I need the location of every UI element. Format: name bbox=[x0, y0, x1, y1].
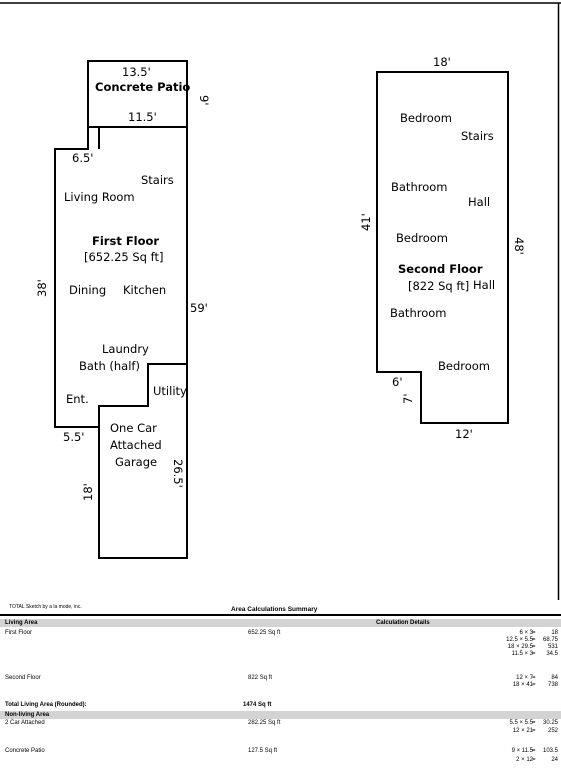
room-kitchen: Kitchen bbox=[123, 283, 166, 297]
calc-details-header: Calculation Details bbox=[376, 620, 430, 626]
row-area: 282.25 Sq ft bbox=[248, 720, 281, 726]
room-bath-half: Bath (half) bbox=[79, 359, 140, 373]
calc-line: 12 × 7=84 bbox=[516, 675, 558, 681]
room-entry: Ent. bbox=[66, 392, 89, 406]
second-floor-title: Second Floor bbox=[398, 262, 483, 276]
second-notch-width-dim: 6' bbox=[392, 375, 402, 389]
calc-line: 2 × 12=24 bbox=[516, 757, 558, 763]
row-area: 652.25 Sq ft bbox=[248, 630, 281, 636]
summary-title: Area Calculations Summary bbox=[231, 606, 318, 613]
first-floor-outline bbox=[54, 126, 188, 428]
living-area-header-band: Living Area Calculation Details bbox=[0, 619, 561, 627]
total-living-label: Total Living Area (Rounded): bbox=[5, 702, 87, 708]
second-bottom-dim: 12' bbox=[455, 427, 473, 441]
room-stairs-1: Stairs bbox=[141, 173, 174, 187]
room-stairs-2: Stairs bbox=[461, 129, 494, 143]
second-right-dim: 48' bbox=[512, 237, 526, 255]
room-living-room: Living Room bbox=[64, 190, 135, 204]
row-name: 2 Car Attached bbox=[5, 720, 45, 726]
second-top-dim: 18' bbox=[433, 55, 451, 69]
row-name: Concrete Patio bbox=[5, 748, 45, 754]
room-hall-2: Hall bbox=[473, 278, 495, 292]
calc-line: 12.5 × 5.5=68.75 bbox=[506, 637, 558, 643]
room-bedroom-2: Bedroom bbox=[396, 231, 448, 245]
calc-line: 18 × 41=738 bbox=[512, 682, 558, 688]
room-laundry: Laundry bbox=[102, 342, 149, 356]
summary-rule bbox=[0, 614, 561, 616]
second-floor-outline bbox=[376, 71, 509, 424]
row-name: Second Floor bbox=[5, 675, 41, 681]
top-wall-dim: 11.5' bbox=[128, 110, 157, 124]
room-utility: Utility bbox=[153, 384, 187, 398]
left-wall-dim: 38' bbox=[35, 279, 49, 297]
right-wall-dim: 59' bbox=[190, 301, 208, 315]
notch-dim: 6.5' bbox=[72, 151, 93, 165]
room-hall-1: Hall bbox=[468, 195, 490, 209]
software-credit: TOTAL Sketch by a la mode, inc. bbox=[9, 604, 82, 610]
garage-outline bbox=[98, 363, 188, 559]
concrete-patio-outline bbox=[87, 60, 188, 128]
room-bedroom-3: Bedroom bbox=[438, 359, 490, 373]
room-bedroom-1: Bedroom bbox=[400, 111, 452, 125]
room-dining: Dining bbox=[69, 283, 106, 297]
patio-width-dim: 13.5' bbox=[122, 65, 151, 79]
garage-depth-dim: 26.5' bbox=[171, 459, 185, 488]
room-bathroom-1: Bathroom bbox=[391, 180, 447, 194]
calc-line: 18 × 29.5=531 bbox=[507, 644, 558, 650]
garage-left-dim: 18' bbox=[81, 483, 95, 501]
garage-label-line-2: Attached bbox=[110, 438, 162, 452]
first-floor-title: First Floor bbox=[92, 234, 159, 248]
nonliving-area-header: Non-living Area bbox=[5, 712, 50, 718]
calc-line: 9 × 11.5=103.5 bbox=[511, 748, 558, 754]
second-floor-area: [822 Sq ft] bbox=[408, 279, 469, 293]
second-left-dim: 41' bbox=[359, 213, 373, 231]
patio-depth-dim: 9' bbox=[197, 95, 211, 105]
garage-label-line-1: One Car bbox=[110, 421, 157, 435]
room-bathroom-2: Bathroom bbox=[390, 306, 446, 320]
floor-plan-sketch: 13.5' Concrete Patio 9' 11.5' 6.5' Stair… bbox=[0, 2, 561, 600]
row-area: 822 Sq ft bbox=[248, 675, 273, 681]
row-name: First Floor bbox=[5, 630, 32, 636]
patio-label: Concrete Patio bbox=[95, 80, 190, 94]
calc-line: 5.5 × 5.5=30.25 bbox=[509, 720, 558, 726]
calc-line: 6 × 3=18 bbox=[519, 630, 558, 636]
first-floor-area: [652.25 Sq ft] bbox=[84, 250, 163, 264]
garage-label-line-3: Garage bbox=[115, 455, 157, 469]
calc-line: 12 × 21=252 bbox=[512, 728, 558, 734]
row-area: 127.5 Sq ft bbox=[248, 748, 278, 754]
calc-line: 11.5 × 3=34.5 bbox=[511, 651, 558, 657]
nonliving-header-band: Non-living Area bbox=[0, 711, 561, 719]
living-area-header: Living Area bbox=[5, 620, 38, 626]
second-notch-height-dim: 7' bbox=[401, 394, 415, 404]
bottom-notch-dim: 5.5' bbox=[63, 430, 84, 444]
total-living-value: 1474 Sq ft bbox=[243, 702, 272, 708]
